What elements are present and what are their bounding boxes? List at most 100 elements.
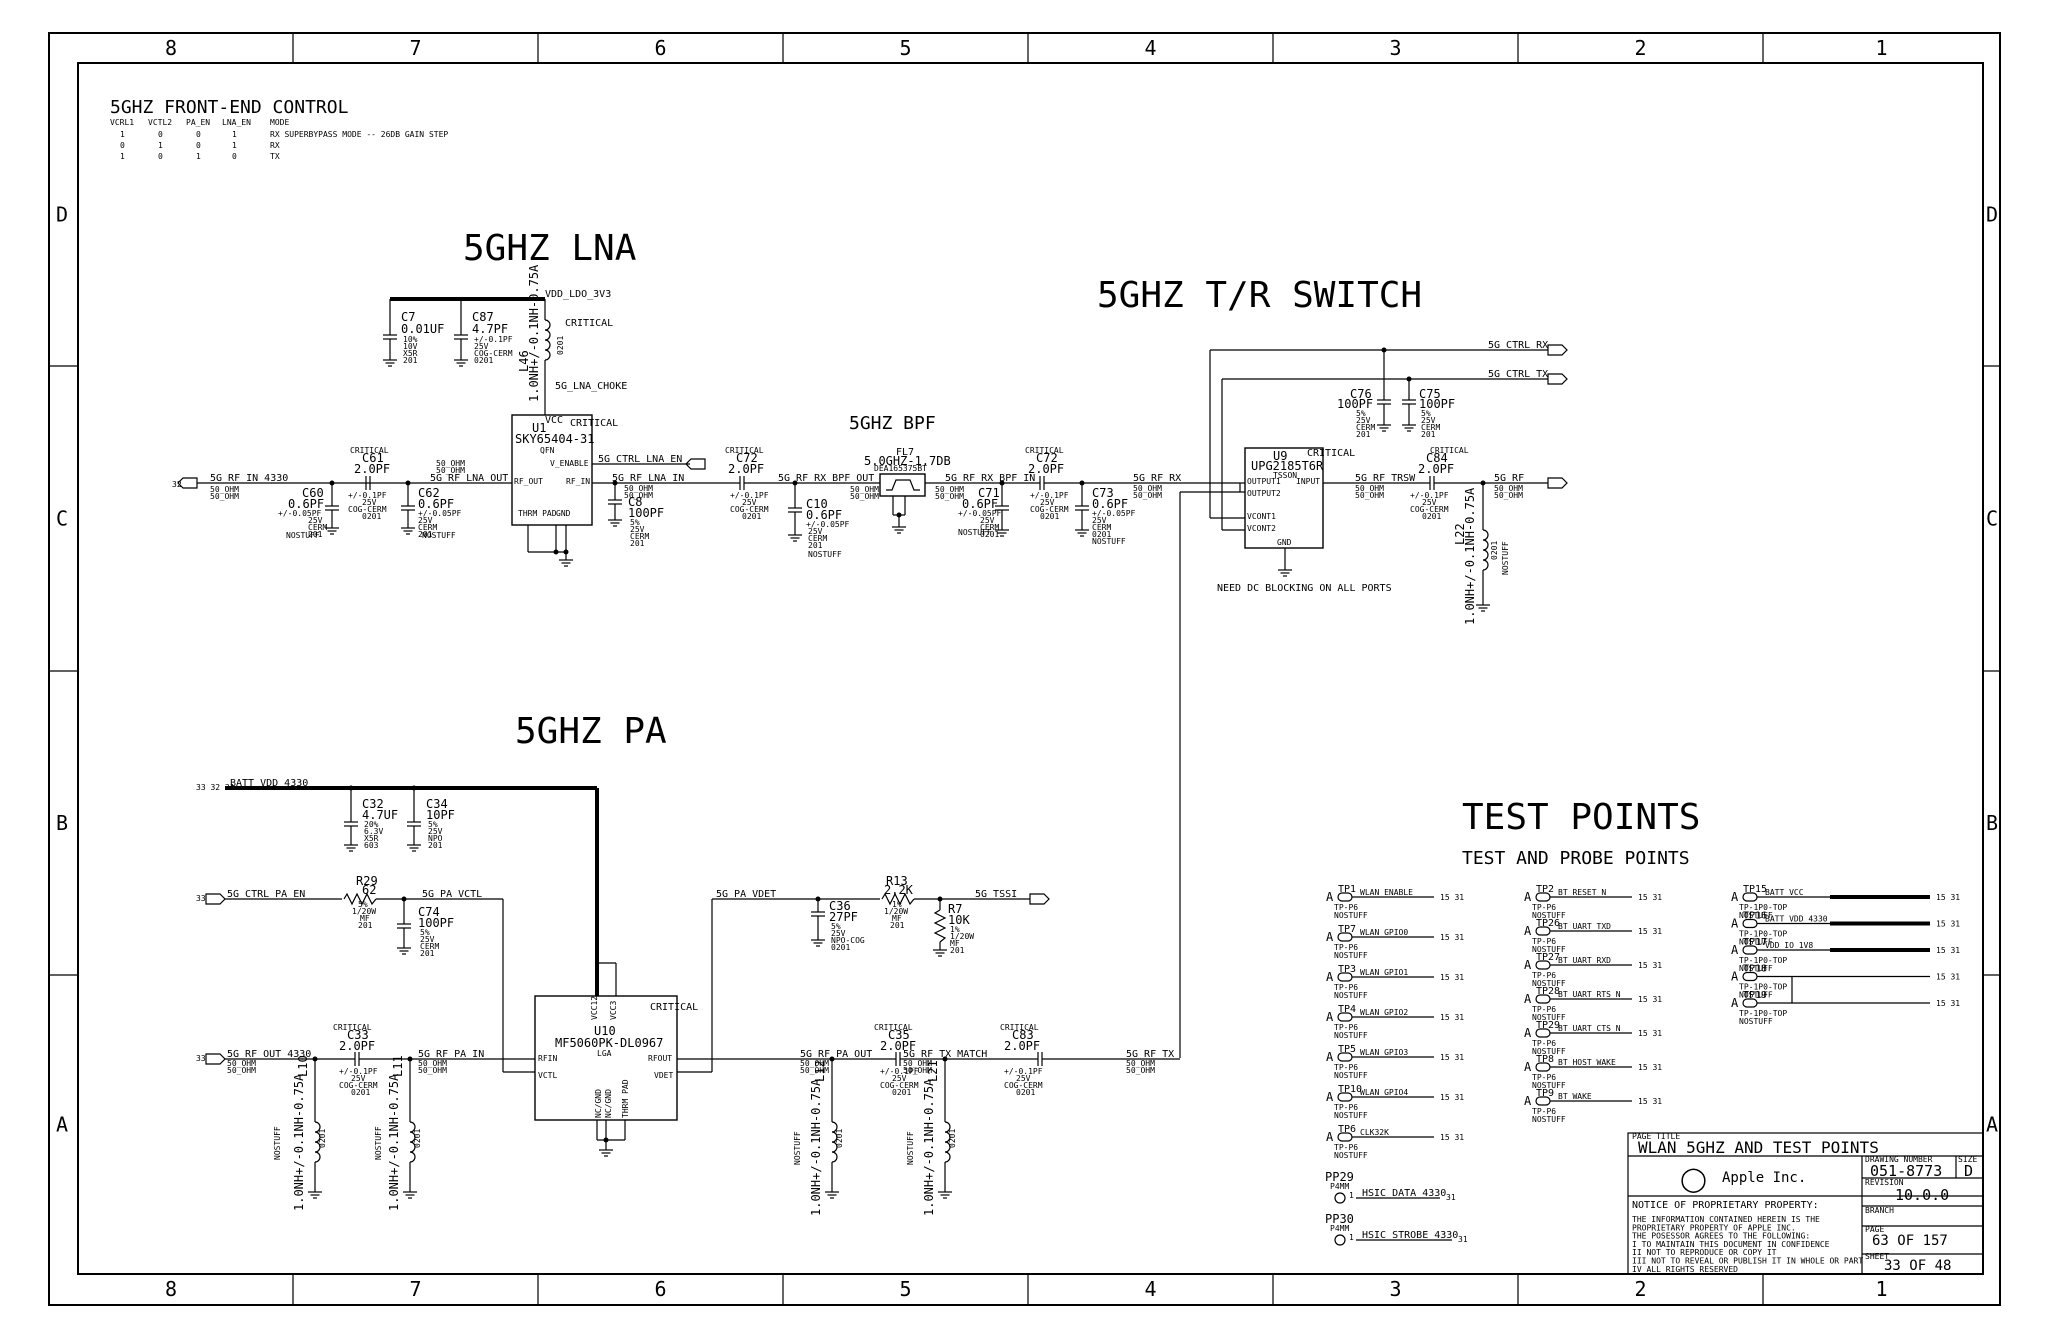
test-point-pin: A — [1524, 1026, 1532, 1040]
svg-text:0201: 0201 — [948, 1129, 957, 1148]
svg-text:0.6PF: 0.6PF — [1092, 497, 1128, 511]
table-cell: 0 — [158, 152, 163, 161]
svg-text:0201: 0201 — [362, 512, 381, 521]
test-point-ref: TP9 — [1536, 1088, 1554, 1099]
svg-text:5G_RF_RX_BPF_IN: 5G_RF_RX_BPF_IN — [945, 473, 1035, 484]
test-point-nostuff: NOSTUFF — [1532, 1115, 1566, 1124]
zone-col-label: 7 — [410, 1277, 422, 1301]
test-point-nostuff: NOSTUFF — [1334, 1111, 1368, 1120]
svg-text:VCTL: VCTL — [538, 1071, 557, 1080]
test-point-net: VDD_IO_1V8 — [1765, 941, 1813, 950]
svg-text:L10: L10 — [296, 1055, 310, 1077]
zone-col-label: 3 — [1390, 1277, 1402, 1301]
svg-text:25V: 25V — [831, 929, 846, 938]
svg-text:5G_PA_VCTL: 5G_PA_VCTL — [422, 889, 482, 900]
svg-text:63 OF 157: 63 OF 157 — [1872, 1233, 1948, 1249]
test-point-net: BATT_VCC — [1765, 888, 1804, 897]
svg-text:0.6PF: 0.6PF — [806, 508, 842, 522]
svg-text:201: 201 — [808, 541, 823, 550]
svg-text:C76: C76 — [1350, 387, 1372, 401]
svg-text:25V: 25V — [420, 935, 435, 944]
svg-text:5G_RF_RX: 5G_RF_RX — [1133, 473, 1181, 484]
svg-text:5G_RF_LNA_IN: 5G_RF_LNA_IN — [612, 473, 684, 484]
svg-text:BATT_VDD_4330: BATT_VDD_4330 — [230, 778, 308, 789]
svg-text:201: 201 — [418, 530, 433, 539]
svg-text:THRM PAD: THRM PAD — [621, 1079, 630, 1118]
svg-text:5G_RF_RX_BPF_OUT: 5G_RF_RX_BPF_OUT — [778, 473, 874, 484]
svg-text:CRITICAL: CRITICAL — [1430, 446, 1469, 455]
test-point-spec: TP-P6 — [1334, 1023, 1358, 1032]
test-point-pin: A — [1731, 996, 1739, 1010]
page-ref: 15 31 — [1936, 893, 1960, 902]
svg-text:25V: 25V — [1422, 498, 1437, 507]
svg-text:C32: C32 — [362, 797, 384, 811]
svg-text:NPO: NPO — [428, 834, 443, 843]
svg-text:C74: C74 — [418, 905, 440, 919]
test-point-spec: TP-P6 — [1532, 1073, 1556, 1082]
svg-text:DRAWING NUMBER: DRAWING NUMBER — [1865, 1155, 1933, 1164]
test-point-ref: TP15 — [1743, 884, 1767, 895]
bpf-circuit: CRITICAL C72 2.0PF +/-0.1PF 25V COG-CERM… — [725, 446, 1240, 559]
svg-text:1%: 1% — [892, 900, 902, 909]
svg-text:5.0GHZ-1.7DB: 5.0GHZ-1.7DB — [864, 454, 951, 468]
svg-text:1.0NH+/-0.1NH-0.75A: 1.0NH+/-0.1NH-0.75A — [292, 1073, 306, 1211]
svg-text:C87: C87 — [472, 310, 494, 324]
svg-text:X5R: X5R — [403, 349, 418, 358]
svg-text:6.3V: 6.3V — [364, 827, 383, 836]
test-point-net: WLAN_GPIO4 — [1360, 1088, 1408, 1097]
svg-text:COG-CERM: COG-CERM — [474, 349, 513, 358]
svg-text:10V: 10V — [403, 342, 418, 351]
svg-text:5G_PA_VDET: 5G_PA_VDET — [716, 889, 776, 900]
pa-section-title: 5GHZ PA — [515, 711, 667, 752]
svg-text:2.0PF: 2.0PF — [880, 1039, 916, 1053]
svg-text:CRITICAL: CRITICAL — [725, 446, 764, 455]
svg-text:5G_RF_TX: 5G_RF_TX — [1126, 1049, 1174, 1060]
zone-row-label: D — [1986, 203, 1998, 227]
page-ref: 15 31 — [1440, 933, 1464, 942]
svg-text:201: 201 — [420, 949, 435, 958]
svg-text:25V: 25V — [1421, 416, 1436, 425]
table-header-cell: LNA_EN — [222, 118, 251, 127]
svg-text:C36: C36 — [829, 899, 851, 913]
svg-text:PAGE: PAGE — [1865, 1225, 1884, 1234]
svg-text:5G_RF_OUT_4330: 5G_RF_OUT_4330 — [227, 1049, 311, 1060]
zone-row-label: B — [56, 811, 68, 835]
svg-text:CERM: CERM — [418, 523, 437, 532]
svg-text:5G_LNA_CHOKE: 5G_LNA_CHOKE — [555, 381, 627, 392]
test-point-nostuff: NOSTUFF — [1334, 911, 1368, 920]
svg-text:50_OHM: 50_OHM — [624, 491, 653, 500]
table-header-cell: MODE — [270, 118, 289, 127]
notice-line: I TO MAINTAIN THIS DOCUMENT IN CONFIDENC… — [1632, 1240, 1830, 1249]
test-point-pin: A — [1326, 970, 1334, 984]
table-cell: 1 — [120, 152, 125, 161]
zone-col-label: 2 — [1635, 36, 1647, 60]
svg-text:201: 201 — [358, 921, 373, 930]
svg-text:5G_RF_IN_4330: 5G_RF_IN_4330 — [210, 473, 288, 484]
svg-text:50_OHM: 50_OHM — [436, 466, 465, 475]
svg-text:50_OHM: 50_OHM — [624, 484, 653, 493]
svg-text:C10: C10 — [806, 497, 828, 511]
svg-text:50_OHM: 50_OHM — [935, 492, 964, 501]
page-ref: 15 31 — [1638, 961, 1662, 970]
svg-text:SHEET: SHEET — [1865, 1252, 1889, 1261]
page-ref: 15 31 — [1936, 920, 1960, 929]
svg-text:5G_CTRL_LNA_EN: 5G_CTRL_LNA_EN — [598, 454, 682, 465]
svg-text:50_OHM: 50_OHM — [1494, 491, 1523, 500]
svg-text:27PF: 27PF — [829, 910, 858, 924]
svg-text:50_OHM: 50_OHM — [903, 1059, 932, 1068]
test-point-nostuff: NOSTUFF — [1739, 991, 1773, 1000]
svg-text:5%: 5% — [1421, 409, 1431, 418]
svg-text:FL7: FL7 — [896, 447, 914, 458]
svg-text:5%: 5% — [1356, 409, 1366, 418]
svg-text:1%: 1% — [950, 925, 960, 934]
svg-text:33 OF 48: 33 OF 48 — [1884, 1258, 1951, 1274]
test-point-spec: TP-P6 — [1532, 1039, 1556, 1048]
zone-col-label: 7 — [410, 36, 422, 60]
test-point-ref: TP4 — [1338, 1004, 1356, 1015]
svg-text:1.0NH+/-0.1NH-0.75A: 1.0NH+/-0.1NH-0.75A — [1463, 487, 1477, 625]
svg-text:NOSTUFF: NOSTUFF — [422, 531, 456, 540]
svg-text:NOSTUFF: NOSTUFF — [958, 528, 992, 537]
test-point-net: CLK32K — [1360, 1128, 1389, 1137]
test-point-spec: TP-1P0-TOP — [1739, 983, 1787, 992]
svg-text:0201: 0201 — [413, 1129, 422, 1148]
